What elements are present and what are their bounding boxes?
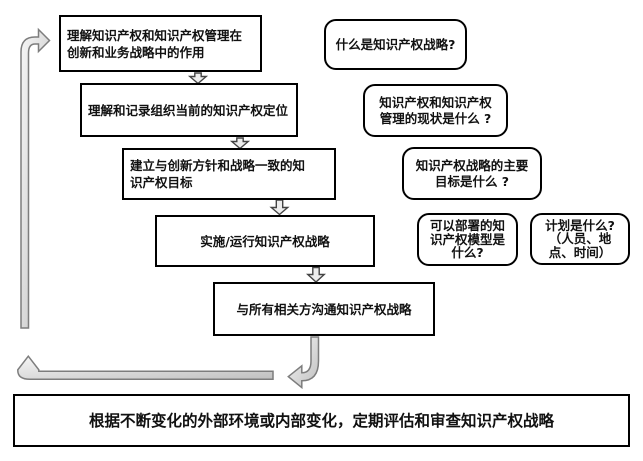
flow-step-2: 理解和记录组织当前的知识产权定位 [80,83,298,137]
question-callout-3-label: 知识产权战略的主要 目标是什么 ? [415,157,529,189]
question-callout-4-label: 可以部署的知 识产权模型是 什么? [429,218,505,261]
connector-arrow-step1-step2 [187,72,209,85]
flow-step-3-label: 建立与创新方针和战略一致的知 识产权目标 [130,158,306,190]
connector-arrow-step2-step3 [229,137,251,150]
flow-step-4: 实施/运行知识产权战略 [155,215,375,267]
question-callout-3: 知识产权战略的主要 目标是什么 ? [402,147,542,200]
flow-step-1: 理解知识产权和知识产权管理在 创新和业务战略中的作用 [59,15,262,72]
question-callout-5: 计划是什么? （人员、地 点、时间） [530,213,630,265]
review-box: 根据不断变化的外部环境或内部变化，定期评估和审查知识产权战略 [13,394,630,447]
connector-arrow-step3-step4 [269,199,290,216]
question-callout-2-label: 知识产权和知识产权 管理的现状是什么 ? [379,94,492,126]
flow-step-1-label: 理解知识产权和知识产权管理在 创新和业务战略中的作用 [67,27,243,60]
connector-arrow-step4-step5 [305,266,327,283]
flow-step-2-label: 理解和记录组织当前的知识产权定位 [88,102,289,118]
question-callout-2: 知识产权和知识产权 管理的现状是什么 ? [363,84,508,137]
flow-step-5: 与所有相关方沟通知识产权战略 [213,282,435,336]
question-callout-4: 可以部署的知 识产权模型是 什么? [417,213,518,266]
step5-to-review-arrow [287,336,320,390]
flow-step-4-label: 实施/运行知识产权战略 [200,233,330,249]
question-callout-1: 什么是知识产权战略? [324,19,467,70]
review-box-label: 根据不断变化的外部环境或内部变化，定期评估和审查知识产权战略 [88,411,554,430]
flow-step-5-label: 与所有相关方沟通知识产权战略 [236,301,412,317]
flow-step-3: 建立与创新方针和战略一致的知 识产权目标 [122,148,336,200]
question-callout-5-label: 计划是什么? （人员、地 点、时间） [545,217,615,260]
question-callout-1-label: 什么是知识产权战略? [335,36,456,52]
feedback-return-arrow [17,354,274,381]
feedback-up-arrow [20,27,51,329]
